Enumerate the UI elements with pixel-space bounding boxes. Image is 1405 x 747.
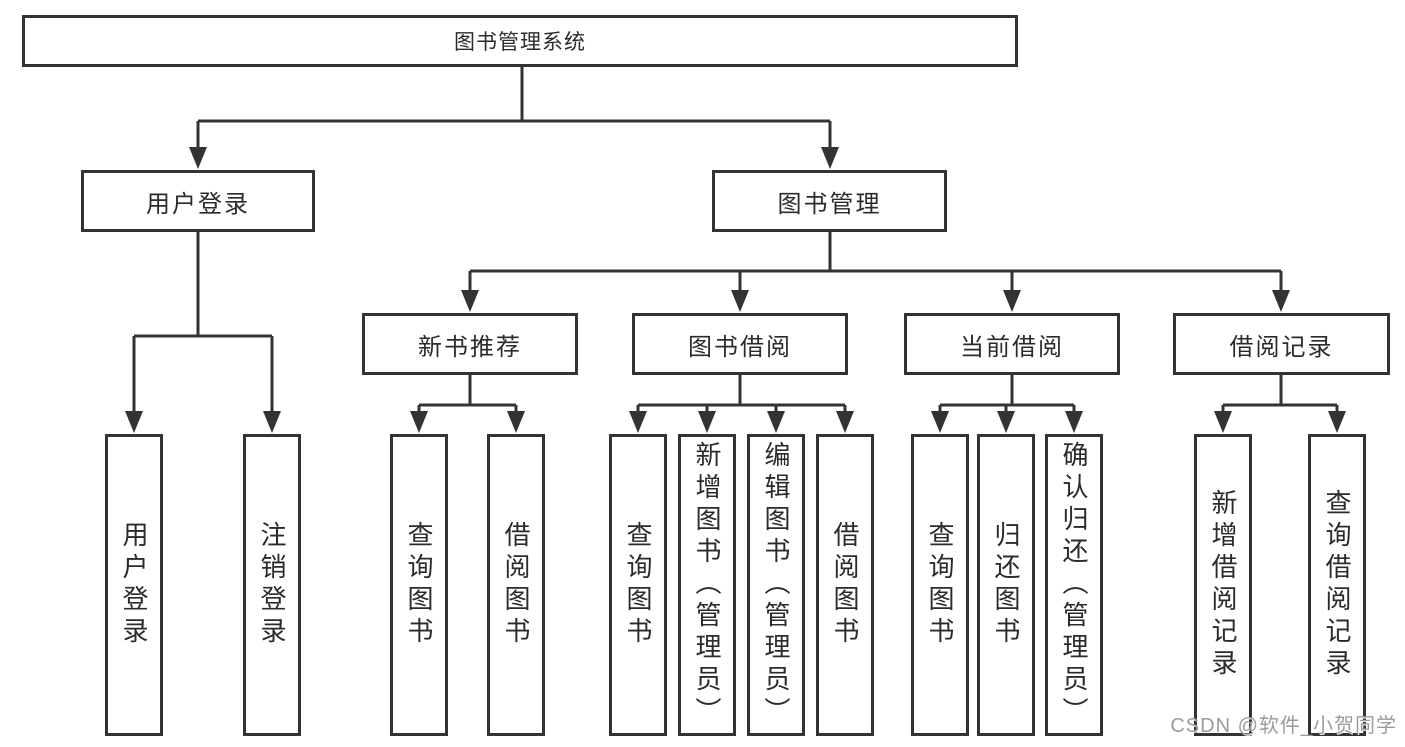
node-current-borrowing: 当前借阅	[904, 313, 1120, 375]
leaf-logout: 注销登录	[243, 434, 301, 736]
leaf-bb-query-books-label: 查询图书	[623, 521, 653, 649]
leaf-cb-query-books: 查询图书	[911, 434, 969, 736]
leaf-nbr-query-books-label: 查询图书	[404, 521, 434, 649]
leaf-cb-query-books-label: 查询图书	[925, 521, 955, 649]
leaf-bb-edit-books-admin-label: 编辑图书（管理员）	[761, 441, 791, 729]
leaf-nbr-borrow-books-label: 借阅图书	[501, 521, 531, 649]
node-user-login: 用户登录	[81, 170, 315, 232]
leaf-cb-confirm-return-admin-label: 确认归还（管理员）	[1059, 441, 1089, 729]
arrowheads	[125, 147, 1346, 433]
leaf-user-login-label: 用户登录	[119, 521, 149, 649]
leaf-br-query-record: 查询借阅记录	[1308, 434, 1366, 736]
node-book-management: 图书管理	[712, 170, 947, 232]
leaf-br-add-record: 新增借阅记录	[1194, 434, 1252, 736]
connector-path	[132, 67, 1339, 413]
leaf-cb-confirm-return-admin: 确认归还（管理员）	[1045, 434, 1103, 736]
leaf-logout-label: 注销登录	[257, 521, 287, 649]
node-new-book-recommendation: 新书推荐	[362, 313, 578, 375]
node-library-management-system: 图书管理系统	[22, 15, 1018, 67]
leaf-br-query-record-label: 查询借阅记录	[1322, 489, 1352, 681]
node-book-borrowing: 图书借阅	[632, 313, 848, 375]
leaf-cb-return-books: 归还图书	[977, 434, 1035, 736]
leaf-cb-return-books-label: 归还图书	[991, 521, 1021, 649]
leaf-bb-borrow-books: 借阅图书	[816, 434, 874, 736]
leaf-bb-add-books-admin: 新增图书（管理员）	[678, 434, 736, 736]
node-borrowing-records: 借阅记录	[1173, 313, 1390, 375]
leaf-bb-add-books-admin-label: 新增图书（管理员）	[692, 441, 722, 729]
leaf-br-add-record-label: 新增借阅记录	[1208, 489, 1238, 681]
leaf-bb-edit-books-admin: 编辑图书（管理员）	[747, 434, 805, 736]
leaf-bb-borrow-books-label: 借阅图书	[830, 521, 860, 649]
leaf-nbr-query-books: 查询图书	[390, 434, 448, 736]
leaf-bb-query-books: 查询图书	[609, 434, 667, 736]
leaf-nbr-borrow-books: 借阅图书	[487, 434, 545, 736]
leaf-user-login: 用户登录	[105, 434, 163, 736]
csdn-watermark: CSDN @软件_小贺同学	[1170, 715, 1397, 737]
